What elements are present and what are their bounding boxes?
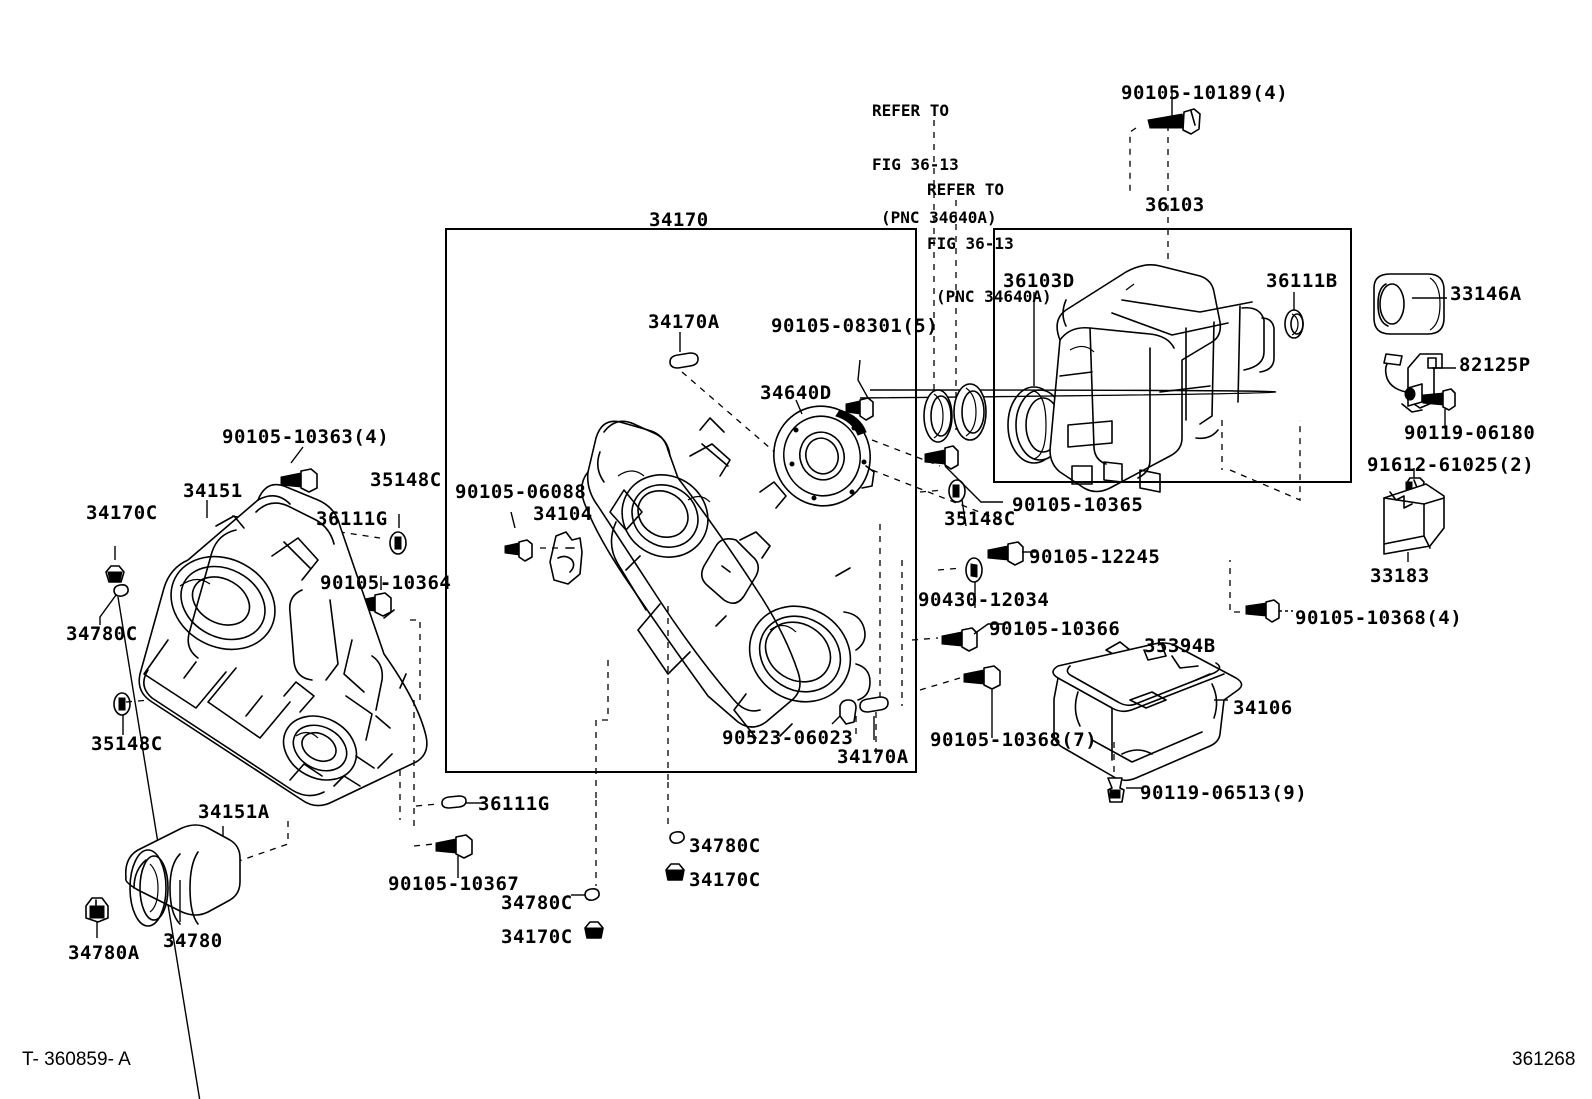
part-label-90105-06088: 90105-06088 — [455, 481, 587, 503]
part-label-34104: 34104 — [533, 503, 593, 525]
reference-note-1: REFER TO FIG 36-13 (PNC 34640A) — [872, 66, 997, 263]
part-34170C-b2 — [584, 921, 604, 939]
part-36111G-plug-bottom — [441, 795, 482, 809]
drawing-number-left: T- 360859- A — [22, 1049, 131, 1070]
part-label-90105-10368-4: 90105-10368(4) — [1295, 607, 1463, 629]
part-34106-oil-pan — [1052, 642, 1243, 782]
reference-note-2-line3: (PNC 34640A) — [936, 287, 1052, 307]
part-label-90105-08301: 90105-08301(5) — [771, 315, 939, 337]
part-label-34780C-b1: 34780C — [689, 835, 761, 857]
part-34170C-plug-topleft — [105, 546, 125, 583]
part-34780A-plug — [85, 897, 109, 938]
group-box-36103 — [993, 228, 1352, 483]
part-33146A-boot — [1373, 273, 1445, 335]
part-33183-bracket — [1383, 483, 1445, 555]
part-34640A-seal-b — [953, 383, 987, 441]
part-34170A-plug-bottom — [859, 696, 889, 740]
group-box-34170 — [445, 228, 917, 773]
part-label-34780: 34780 — [163, 930, 223, 952]
part-label-90105-10366: 90105-10366 — [989, 618, 1121, 640]
part-34780C-b1 — [669, 831, 685, 844]
part-label-90105-10363: 90105-10363(4) — [222, 426, 390, 448]
reference-leaders — [933, 120, 1169, 430]
bolt-90105-10368-4 — [1245, 599, 1293, 623]
part-label-34151: 34151 — [183, 480, 243, 502]
part-label-34780C-b2: 34780C — [501, 892, 573, 914]
part-label-35148C-mid: 35148C — [944, 508, 1016, 530]
part-label-34106: 34106 — [1233, 697, 1293, 719]
part-label-34170A-top: 34170A — [648, 311, 720, 333]
part-label-34170: 34170 — [649, 209, 709, 231]
part-34151-housing — [138, 483, 428, 807]
part-label-36111B: 36111B — [1266, 270, 1338, 292]
bolt-90105-10363 — [280, 446, 318, 493]
reference-note-2-line2: FIG 36-13 — [927, 233, 1014, 253]
part-34780-boot — [124, 824, 241, 927]
part-label-34780C-topleft: 34780C — [66, 623, 138, 645]
bolt-90105-12245 — [987, 541, 1036, 566]
part-label-34640D: 34640D — [760, 382, 832, 404]
part-label-82125P: 82125P — [1459, 354, 1531, 376]
reference-note-1-line1: REFER TO — [872, 100, 950, 120]
reference-note-1-line3: (PNC 34640A) — [881, 208, 997, 228]
reference-note-1-line2: FIG 36-13 — [872, 154, 959, 174]
part-label-36103: 36103 — [1145, 194, 1205, 216]
part-label-90105-10189: 90105-10189(4) — [1121, 82, 1289, 104]
part-label-91612-61025: 91612-61025(2) — [1367, 454, 1535, 476]
reference-note-2: REFER TO FIG 36-13 (PNC 34640A) — [927, 145, 1052, 342]
part-34170C-b1 — [665, 863, 685, 881]
part-35148C-mid — [948, 479, 967, 527]
part-36103-housing — [1049, 264, 1275, 493]
part-label-90105-10364: 90105-10364 — [320, 572, 452, 594]
part-label-90105-10365: 90105-10365 — [1012, 494, 1144, 516]
bolt-90105-06088 — [504, 511, 533, 562]
bolt-90105-10365 — [924, 445, 1003, 503]
part-label-33183: 33183 — [1370, 565, 1430, 587]
part-label-90119-06180: 90119-06180 — [1404, 422, 1536, 444]
part-label-35148C-bottomleft: 35148C — [91, 733, 163, 755]
reference-note-2-line1: REFER TO — [927, 179, 1005, 199]
bolt-90105-10366 — [941, 623, 1006, 652]
part-35148C-bottom-left — [113, 692, 131, 735]
bolt-90105-10367 — [435, 834, 473, 878]
part-label-34151A: 34151A — [198, 801, 270, 823]
part-label-34780A: 34780A — [68, 942, 140, 964]
part-34170A-plug-top — [669, 352, 699, 369]
part-label-90105-12245: 90105-12245 — [1029, 546, 1161, 568]
part-90430-12034-washer — [965, 557, 983, 608]
part-34640D-pump — [773, 405, 875, 507]
part-35148C-top-right — [389, 514, 407, 555]
part-label-90523-06023: 90523-06023 — [722, 727, 854, 749]
part-label-35148C-topright: 35148C — [370, 469, 442, 491]
part-34170-housing — [580, 417, 871, 739]
part-34640A-seal-a — [923, 389, 953, 443]
part-label-35394B: 35394B — [1144, 635, 1216, 657]
part-label-33146A: 33146A — [1450, 283, 1522, 305]
part-label-34170C-b2: 34170C — [501, 926, 573, 948]
part-label-90105-10368-7: 90105-10368(7) — [930, 729, 1098, 751]
part-label-34170A-bottom: 34170A — [837, 746, 909, 768]
part-34104 — [549, 531, 583, 585]
part-label-34170C-b1: 34170C — [689, 869, 761, 891]
part-label-36103D: 36103D — [1003, 270, 1075, 292]
part-90523-06023-plug — [839, 699, 857, 725]
part-34780C-b2 — [571, 888, 600, 901]
bolt-90105-08301 — [845, 359, 1277, 421]
bolt-90105-10368-7 — [963, 665, 1001, 738]
drawing-number-right: 361268 — [1512, 1049, 1576, 1070]
part-label-36111G-bottom: 36111G — [478, 793, 550, 815]
part-36103D-seal — [1007, 386, 1065, 464]
part-90119-06513-plug — [1107, 777, 1142, 803]
bolt-90119-06180 — [1422, 388, 1456, 429]
part-label-34170C-topleft: 34170C — [86, 502, 158, 524]
part-label-90105-10367: 90105-10367 — [388, 873, 520, 895]
part-36111B-seal — [1284, 309, 1304, 339]
part-label-36111G-top: 36111G — [316, 508, 388, 530]
part-label-90430-12034: 90430-12034 — [918, 589, 1050, 611]
part-label-90119-06513: 90119-06513(9) — [1140, 782, 1308, 804]
bolt-90105-10189 — [1147, 92, 1201, 135]
